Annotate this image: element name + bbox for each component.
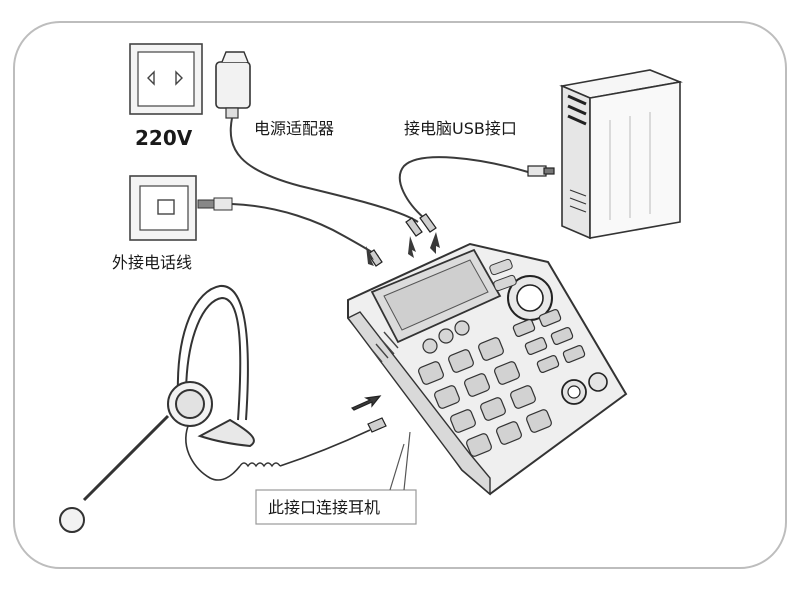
keypad xyxy=(418,337,552,457)
desk-phone-icon xyxy=(346,242,628,496)
headset-icon xyxy=(59,284,371,533)
cable-plugs xyxy=(367,165,555,267)
insert-arrows xyxy=(366,232,440,266)
diagram-frame xyxy=(13,21,787,569)
headset-port-label: 此接口连接耳机 xyxy=(268,498,380,517)
usb-port-label: 接电脑USB接口 xyxy=(404,119,517,138)
voltage-label: 220V xyxy=(135,126,193,150)
computer-tower-icon xyxy=(559,69,683,240)
power-adapter-icon xyxy=(215,51,251,119)
headset-port-callout xyxy=(255,431,417,525)
phone-line-label: 外接电话线 xyxy=(112,253,192,272)
wall-outlet-icon xyxy=(129,43,203,115)
cables xyxy=(229,117,529,257)
headset-plug xyxy=(350,395,387,433)
power-adapter-label: 电源适配器 xyxy=(254,119,334,138)
phone-jack-icon xyxy=(129,175,233,241)
